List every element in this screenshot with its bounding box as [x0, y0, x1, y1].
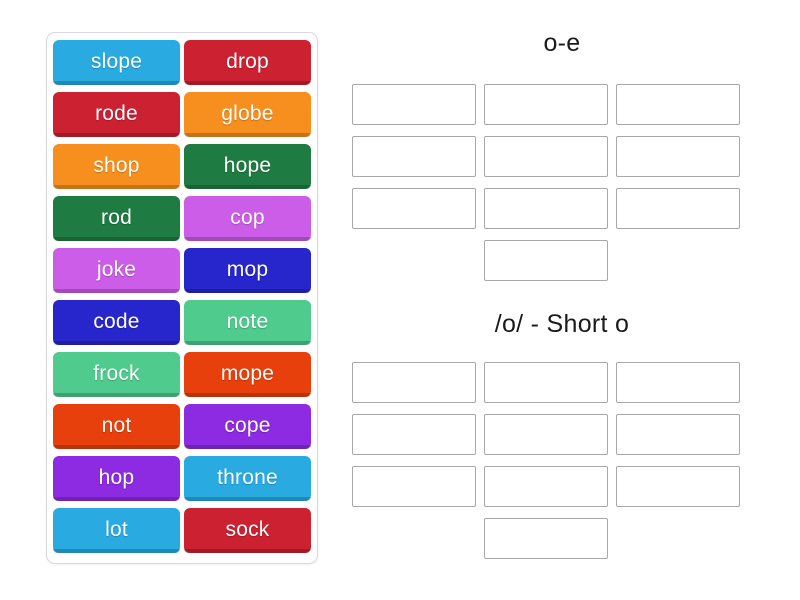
dropzone-slot[interactable]: [352, 83, 476, 125]
group-heading: o-e: [543, 29, 581, 57]
word-tile-label: joke: [96, 258, 137, 281]
drop-group: /o/ - Short o: [352, 309, 772, 559]
word-tile-label: throne: [217, 466, 278, 489]
word-tile-label: globe: [221, 102, 274, 125]
word-tile-label: mope: [220, 362, 275, 385]
word-tile[interactable]: code: [53, 300, 180, 345]
dropzone-slot[interactable]: [352, 362, 476, 403]
word-tile-label: cope: [224, 414, 271, 437]
dropzone-slot[interactable]: [352, 466, 476, 507]
dropzone-slot[interactable]: [484, 414, 608, 455]
word-tile-label: rode: [95, 102, 138, 125]
word-tile-label: slope: [90, 50, 143, 73]
word-tile-label: hop: [98, 466, 135, 489]
drop-group: o-e: [352, 29, 772, 281]
dropzone-slot[interactable]: [616, 83, 740, 125]
word-tile[interactable]: lot: [53, 508, 180, 553]
word-tile-label: mop: [226, 258, 269, 281]
word-tile-label: lot: [105, 518, 128, 541]
dropzone-slot[interactable]: [616, 135, 740, 177]
word-tile-label: code: [93, 310, 140, 333]
word-tile-label: hope: [223, 154, 272, 177]
dropzone-slot[interactable]: [352, 135, 476, 177]
word-tile[interactable]: sock: [184, 508, 311, 553]
dropzone-slot[interactable]: [616, 414, 740, 455]
dropzone-slot[interactable]: [352, 414, 476, 455]
word-tile[interactable]: mop: [184, 248, 311, 293]
word-tile[interactable]: drop: [184, 40, 311, 85]
word-tile[interactable]: slope: [53, 40, 180, 85]
dropzone-slot[interactable]: [484, 187, 608, 229]
drop-groups-area: o-e/o/ - Short o: [352, 29, 772, 570]
word-tile-label: sock: [225, 518, 270, 541]
word-tile[interactable]: shop: [53, 144, 180, 189]
word-tile-label: cop: [230, 206, 265, 229]
word-tile-label: rod: [101, 206, 132, 229]
word-tile-label: not: [101, 414, 132, 437]
dropzone-slot[interactable]: [484, 135, 608, 177]
dropzone-grid: [352, 362, 772, 559]
word-tile[interactable]: note: [184, 300, 311, 345]
word-tile-label: drop: [226, 50, 269, 73]
dropzone-slot[interactable]: [484, 518, 608, 559]
dropzone-grid: [352, 83, 772, 281]
word-pool-panel: slope drop rode globe shop hope rod cop joke mop c…: [46, 32, 318, 564]
word-tile[interactable]: joke: [53, 248, 180, 293]
word-tile[interactable]: not: [53, 404, 180, 449]
dropzone-slot[interactable]: [484, 362, 608, 403]
dropzone-slot[interactable]: [484, 239, 608, 281]
group-heading: /o/ - Short o: [494, 309, 630, 338]
dropzone-slot[interactable]: [616, 187, 740, 229]
word-tile-label: frock: [93, 362, 140, 385]
dropzone-slot[interactable]: [484, 466, 608, 507]
word-tile-grid: slope drop rode globe shop hope rod cop joke mop c…: [53, 40, 311, 553]
word-tile[interactable]: throne: [184, 456, 311, 501]
word-tile-label: shop: [93, 154, 140, 177]
dropzone-slot[interactable]: [352, 187, 476, 229]
word-tile[interactable]: rode: [53, 92, 180, 137]
word-tile[interactable]: hop: [53, 456, 180, 501]
word-tile-label: note: [226, 310, 269, 333]
word-tile[interactable]: globe: [184, 92, 311, 137]
dropzone-slot[interactable]: [484, 83, 608, 125]
word-tile[interactable]: cop: [184, 196, 311, 241]
dropzone-slot[interactable]: [616, 362, 740, 403]
word-tile[interactable]: frock: [53, 352, 180, 397]
word-tile[interactable]: mope: [184, 352, 311, 397]
dropzone-slot[interactable]: [616, 466, 740, 507]
word-tile[interactable]: cope: [184, 404, 311, 449]
word-tile[interactable]: rod: [53, 196, 180, 241]
word-tile[interactable]: hope: [184, 144, 311, 189]
